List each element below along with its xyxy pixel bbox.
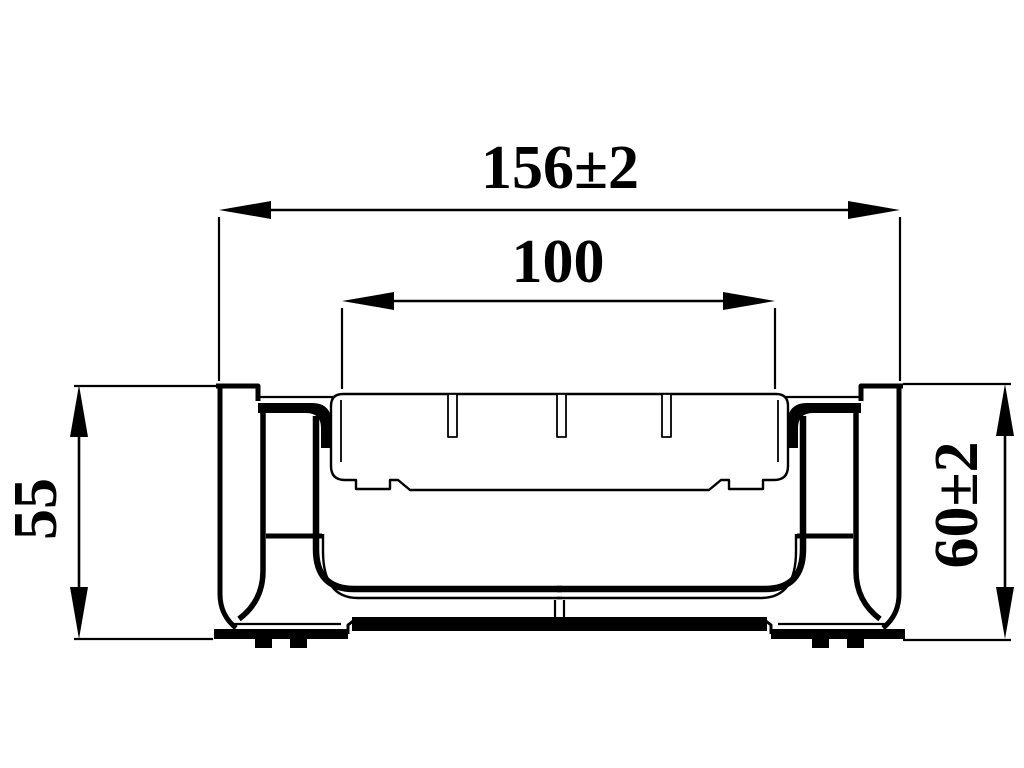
outer-wall [217, 386, 238, 630]
dim-label-overall-height-right: 60±2 [923, 441, 991, 568]
grate-slot [447, 393, 458, 438]
foot-nub [290, 639, 307, 648]
extension-line [74, 384, 216, 641]
foot-plate [214, 629, 348, 639]
arrow-right-icon [723, 292, 775, 310]
center-seam-ticks [553, 600, 566, 617]
bowl-interior-wall [312, 416, 562, 593]
grate-slot [556, 393, 567, 438]
channel-body-left-half [214, 383, 562, 648]
rim-seal-band [258, 403, 332, 448]
arrow-left-icon [219, 201, 271, 219]
dimension-grate-width [340, 292, 777, 389]
grate-outline [329, 392, 790, 492]
extension-line [217, 217, 902, 381]
grate-slot [661, 393, 672, 438]
arrow-right-icon [848, 201, 900, 219]
under-rim-wall [237, 413, 266, 622]
grate-inner-wall-lines [340, 400, 779, 462]
dimension-overall-height-right [903, 382, 1014, 642]
dimension-overall-width [217, 201, 902, 381]
extension-line [903, 382, 1011, 642]
arrow-up-icon [996, 384, 1014, 436]
dim-label-grate-width: 100 [512, 228, 605, 296]
dimension-body-height-left [70, 384, 216, 641]
arrow-up-icon [70, 385, 88, 437]
dim-label-body-height-left: 55 [2, 478, 70, 540]
extension-line [340, 308, 777, 389]
arrow-left-icon [342, 292, 394, 310]
arrow-down-icon [996, 587, 1014, 639]
dim-label-overall-width: 156±2 [481, 134, 639, 202]
bowl-exterior-line [321, 534, 562, 600]
base-band [352, 617, 767, 631]
grate-insert [329, 392, 790, 492]
foot-nub [255, 639, 272, 648]
arrow-down-icon [70, 587, 88, 639]
